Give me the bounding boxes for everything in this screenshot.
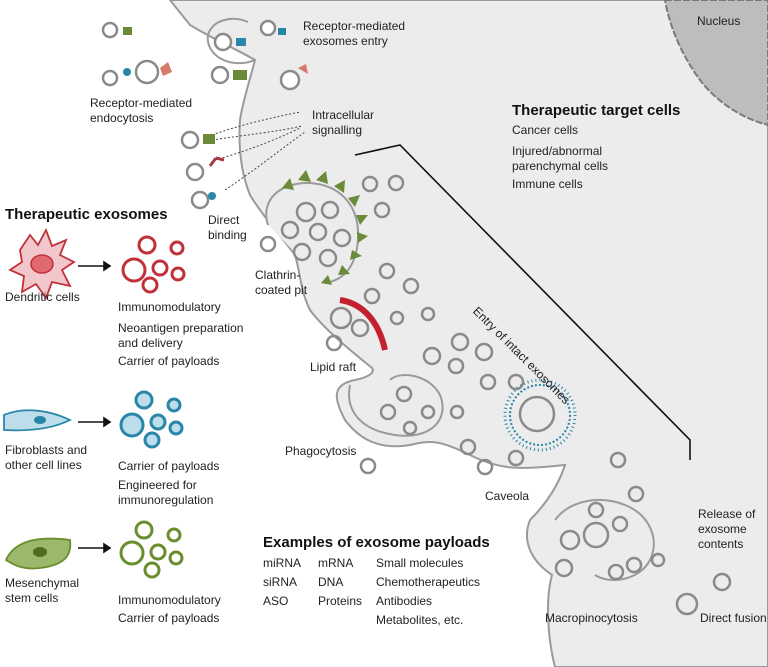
phagocytosis-label: Phagocytosis: [285, 444, 357, 458]
target-item-cancer: Cancer cells: [512, 123, 579, 137]
lipid-raft: [339, 297, 388, 351]
receptor-endocytosis-label: Receptor-mediated endocytosis: [90, 96, 193, 125]
source-cell-dendritic: Dendritic cells: [5, 290, 80, 304]
nucleus-label: Nucleus: [697, 14, 741, 28]
fibroblast-cell: [3, 409, 73, 432]
caveola: [503, 378, 577, 452]
direct-fusion-label: Direct fusion: [700, 611, 767, 625]
ligand-heads: [123, 27, 308, 200]
use-fibroblast-1: Engineered for immunoregulation: [118, 478, 214, 507]
internalized-exosomes: [259, 174, 732, 616]
exosomes-fibroblast: [119, 390, 184, 449]
release-label: Release of exosome contents: [698, 507, 756, 551]
use-dendritic-2: Carrier of payloads: [118, 354, 220, 368]
mesenchymal-cell: [4, 537, 72, 570]
source-cell-fibroblast: Fibroblasts and other cell lines: [5, 443, 88, 472]
payload-c3-3: Metabolites, etc.: [376, 613, 464, 627]
payload-c3-0: Small molecules: [376, 556, 464, 570]
intact-entry-bracket: [354, 144, 691, 460]
dendritic-cell: [8, 227, 76, 300]
target-item-immune: Immune cells: [512, 177, 583, 191]
phagocytosis-pocket: [348, 374, 444, 437]
nucleus-shape: [663, 0, 768, 127]
use-dendritic-1: Neoantigen preparation and delivery: [118, 321, 244, 350]
target-cell-membrane: [168, 0, 768, 667]
caveola-label: Caveola: [485, 489, 530, 503]
clathrin-label: Clathrin-coated pit: [255, 268, 308, 297]
source-cell-mesenchymal: Mesenchymal stem cells: [5, 576, 80, 605]
intracellular-signalling-label: Intracellular signalling: [312, 108, 375, 137]
exosomes-mesenchymal: [119, 520, 184, 579]
lipid-raft-label: Lipid raft: [310, 360, 357, 374]
payload-c1-1: siRNA: [263, 575, 298, 589]
macropinocytosis-label: Macropinocytosis: [545, 611, 638, 625]
payload-c3-2: Antibodies: [376, 594, 433, 608]
source-arrows: [78, 260, 112, 554]
use-mesenchymal-0: Immunomodulatory: [118, 593, 221, 607]
receptor-pocket: [206, 17, 256, 65]
direct-binding-label: Direct binding: [208, 213, 247, 242]
use-fibroblast-0: Carrier of payloads: [118, 459, 220, 473]
exosomes-dendritic: [121, 235, 186, 294]
macropinocytosis-ruffle: [554, 499, 655, 581]
receptor-entry-label: Receptor-mediated exosomes entry: [303, 19, 406, 48]
payload-c2-0: mRNA: [318, 556, 354, 570]
use-dendritic-0: Immunomodulatory: [118, 300, 221, 314]
payload-c1-2: ASO: [263, 594, 289, 608]
payload-c3-1: Chemotherapeutics: [376, 575, 481, 589]
use-mesenchymal-1: Carrier of payloads: [118, 611, 220, 625]
therapeutic-title: Therapeutic exosomes: [5, 206, 168, 223]
payload-c2-1: DNA: [318, 575, 344, 589]
payload-c1-0: miRNA: [263, 556, 301, 570]
payloads-title: Examples of exosome payloads: [263, 534, 490, 551]
payload-c2-2: Proteins: [318, 594, 363, 608]
target-item-injured: Injured/abnormal parenchymal cells: [512, 144, 609, 173]
target-title: Therapeutic target cells: [512, 102, 681, 119]
signalling-lines: [211, 111, 306, 191]
receptor-ligands: [101, 19, 301, 210]
